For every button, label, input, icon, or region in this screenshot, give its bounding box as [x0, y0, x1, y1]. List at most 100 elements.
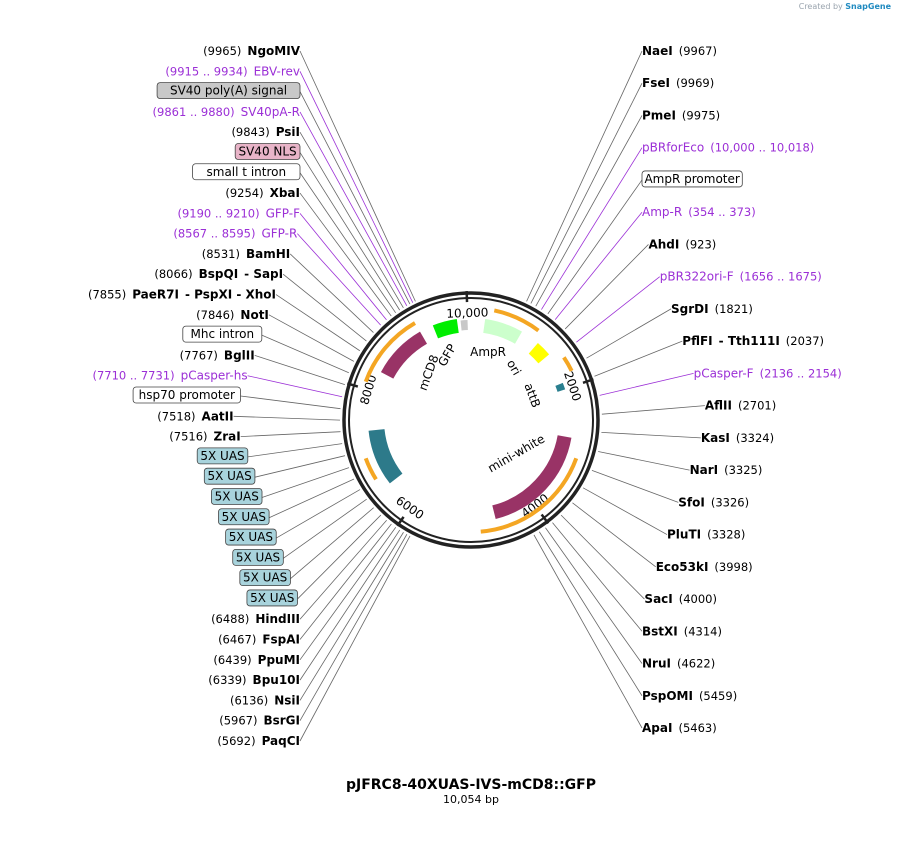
- site-label: (8066)BspQI- SapI: [154, 267, 283, 281]
- label-name: SfoI: [678, 495, 705, 509]
- leader-line: [240, 431, 341, 437]
- enzyme-label: SgrDI(1821): [671, 302, 753, 316]
- enzyme-label: (6488)HindIII: [211, 612, 300, 626]
- leader-line: [547, 179, 643, 315]
- site-label: (9915 .. 9934)EBV-rev: [165, 64, 300, 78]
- feature-box: [225, 528, 277, 546]
- label-num: (6467): [218, 633, 256, 647]
- leader-line: [254, 355, 345, 386]
- label-name: PluTI: [667, 528, 701, 542]
- label-name: Bpu10I: [253, 673, 300, 687]
- plasmid-name: pJFRC8-40XUAS-IVS-mCD8::GFP: [346, 777, 596, 793]
- ring-inner: [348, 297, 594, 543]
- enzyme-label: PluTI (3328): [667, 528, 745, 542]
- site-label: (6136)NsiI: [230, 693, 300, 707]
- enzyme-label: NarI(3325): [690, 463, 763, 477]
- label-range: (9190 .. 9210): [177, 206, 259, 220]
- feature-box-label: Mhc intron: [190, 327, 254, 341]
- enzyme-label: PspOMI(5459): [642, 689, 737, 703]
- leader-line: [247, 443, 343, 458]
- feature-box-label: AmpR promoter: [644, 172, 739, 186]
- enzyme-label: SfoI (3326): [678, 495, 749, 509]
- label-name: Eco53kI: [656, 560, 709, 574]
- enzyme-label: (7518)AatII: [157, 409, 233, 423]
- leader-line: [601, 432, 701, 439]
- feature-box: [132, 386, 241, 404]
- feature-label-mcd8: mCD8: [416, 353, 442, 393]
- ampr-feature: [483, 318, 522, 344]
- site-label: (9965)NgoMIV: [203, 44, 301, 58]
- site-label: (7710 .. 7731)pCasper-hs: [92, 369, 247, 383]
- site-label: AmpR promoter: [641, 170, 743, 188]
- site-label: pBRforEco(10,000 .. 10,018): [642, 141, 814, 155]
- leader-line: [268, 314, 355, 362]
- leader-line: [598, 451, 690, 471]
- enzyme-label: (8066)BspQI- SapI: [154, 267, 283, 281]
- label-name: PspOMI: [642, 689, 693, 703]
- label-num: (5967): [219, 714, 257, 728]
- leader-line: [289, 253, 374, 333]
- label-name: GFP-F: [266, 206, 301, 220]
- leader-line: [594, 340, 683, 377]
- feature-box: [232, 548, 284, 566]
- leader-line: [533, 534, 643, 729]
- leader-line: [299, 523, 392, 640]
- site-label: (6488)HindIII: [211, 612, 300, 626]
- label-range: (1656 .. 1675): [740, 270, 822, 284]
- site-label: FseI(9969): [642, 76, 714, 90]
- label-name: PsiI: [276, 125, 300, 139]
- leader-line: [261, 334, 349, 374]
- snapgene-credit: Created by SnapGene: [798, 2, 891, 11]
- feature-box: [196, 447, 249, 465]
- leader-line: [538, 531, 643, 696]
- leader-line: [552, 522, 643, 632]
- label-num: (3326): [711, 495, 749, 509]
- site-label: SgrDI(1821): [671, 302, 753, 316]
- feature-label-mini_white: mini-white: [485, 432, 547, 476]
- label-num: (3328): [707, 528, 745, 542]
- site-label: (7518)AatII: [157, 409, 233, 423]
- label-num: (3998): [714, 560, 752, 574]
- label-num: (2701): [738, 399, 776, 413]
- feature-box: [211, 488, 263, 505]
- feature-box-label: hsp70 promoter: [139, 388, 235, 402]
- ring-tick-label: 10,000: [446, 305, 488, 320]
- leader-line: [299, 192, 392, 317]
- site-label: (8567 .. 8595)GFP-R: [173, 227, 297, 241]
- site-label: PflFI- Tth111I(2037): [682, 334, 824, 348]
- label-range: (9861 .. 9880): [153, 105, 235, 119]
- leader-line: [282, 273, 367, 342]
- leader-line: [601, 405, 705, 415]
- leader-line: [530, 83, 643, 304]
- enzyme-label: PmeI(9975): [642, 108, 720, 122]
- enzyme-label: (9843)PsiI: [231, 125, 300, 139]
- site-label: 5X UAS: [246, 589, 298, 607]
- label-num: (8531): [202, 247, 240, 261]
- label-range: (9915 .. 9934): [165, 64, 247, 78]
- site-label: NruI(4622): [642, 657, 715, 671]
- attb-feature: [555, 382, 566, 392]
- site-label: PmeI(9975): [642, 108, 720, 122]
- snapgene-brand: SnapGene: [845, 2, 891, 11]
- feature-box-label: 5X UAS: [207, 469, 251, 483]
- label-range: (8567 .. 8595): [173, 227, 255, 241]
- site-label: 5X UAS: [225, 528, 277, 546]
- label-num: (6488): [211, 612, 249, 626]
- site-label: (9861 .. 9880)SV40pA-R: [153, 105, 300, 119]
- label-num: (1821): [715, 302, 753, 316]
- enzyme-label: (8531)BamHI: [202, 247, 291, 261]
- primer-label: pBRforEco(10,000 .. 10,018): [642, 141, 814, 155]
- leader-line: [299, 71, 414, 303]
- label-name: AatII: [202, 409, 234, 423]
- leader-line: [290, 507, 374, 579]
- feature-box-label: SV40 NLS: [238, 144, 296, 158]
- enzyme-label: NaeI(9967): [642, 44, 717, 58]
- ring-tick: [582, 378, 594, 384]
- enzyme-label: NruI(4622): [642, 657, 715, 671]
- leader-line: [299, 529, 401, 681]
- site-label: (7846)NotI: [196, 308, 269, 322]
- site-label: (5967)BsrGI: [219, 714, 300, 728]
- leader-line: [299, 111, 408, 307]
- site-label: AflII(2701): [705, 399, 776, 413]
